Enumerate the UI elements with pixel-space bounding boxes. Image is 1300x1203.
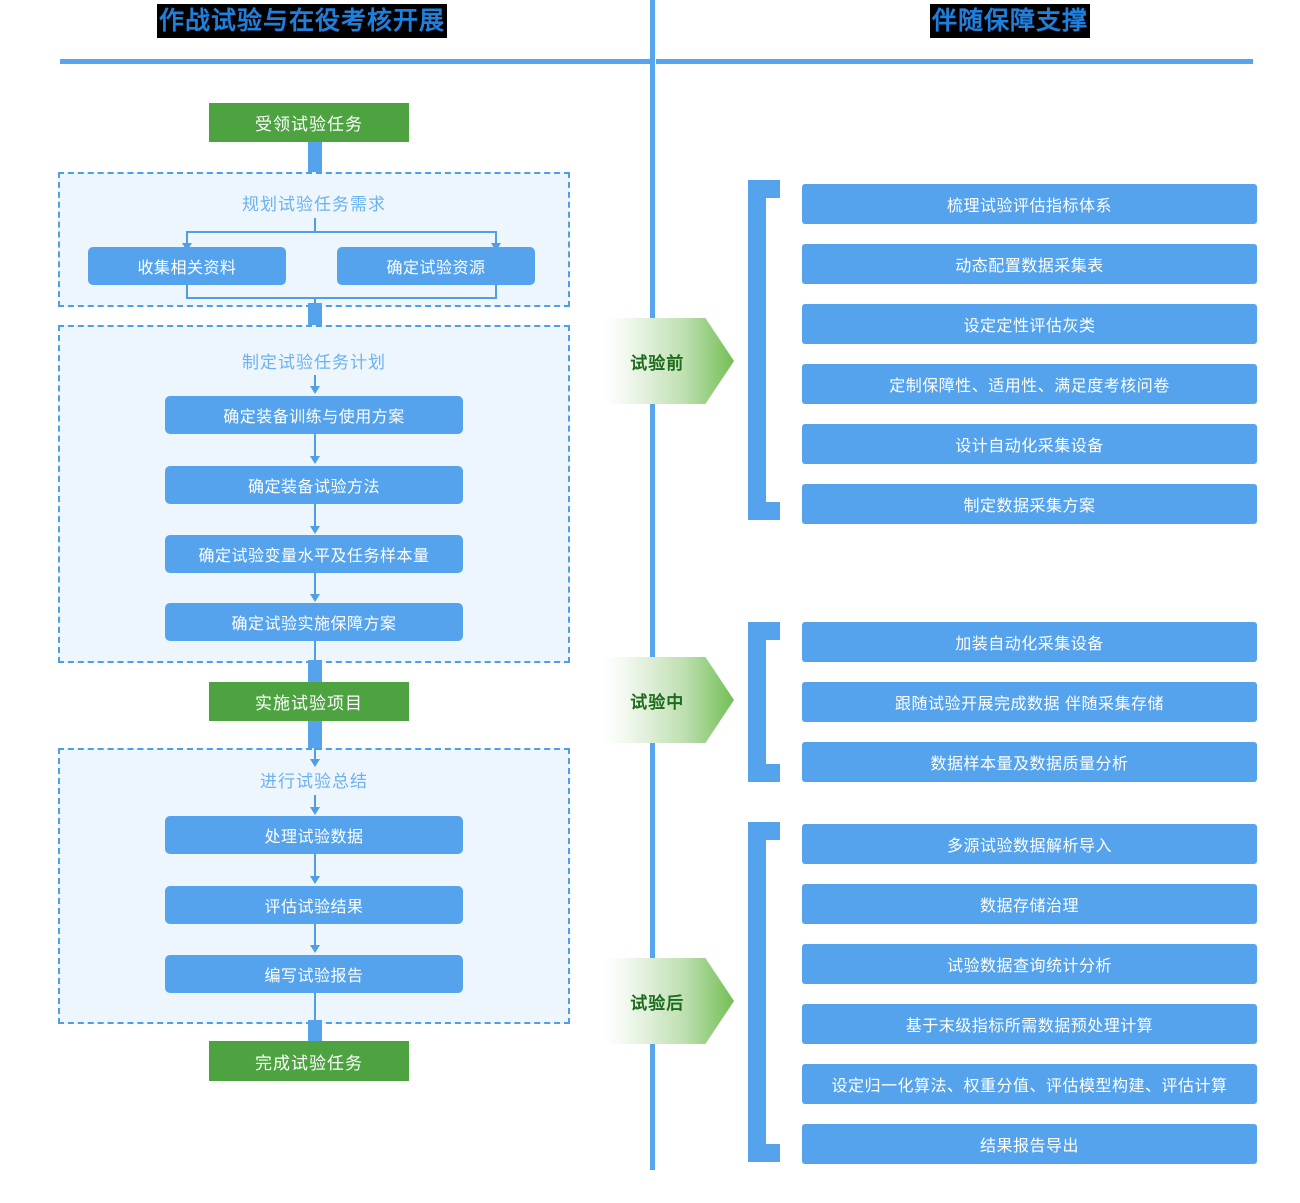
bracket-tab-bottom [766, 1144, 780, 1162]
support-item-custom-questionnaire[interactable]: 定制保障性、适用性、满足度考核问卷 [802, 364, 1257, 404]
right-header-rule [656, 59, 1253, 64]
bracket-spine [748, 180, 766, 520]
connector-group3-to-end [308, 1020, 322, 1042]
link-label-to-box1 [314, 375, 316, 387]
right-column-title: 伴随保障支撑 [930, 4, 1091, 38]
bracket-tab-top [766, 180, 780, 198]
phase-arrow-post-test[interactable]: 试验后 [604, 958, 734, 1044]
group-label-planning: 规划试验任务需求 [242, 195, 386, 214]
bracket-tab-top [766, 622, 780, 640]
arrow-down-icon [310, 759, 320, 767]
link-box4-to-exit [314, 641, 316, 663]
arrow-down-icon [310, 456, 320, 464]
bracket-post-test [748, 822, 780, 1162]
support-item-query-statistics[interactable]: 试验数据查询统计分析 [802, 944, 1257, 984]
column-divider [650, 0, 655, 1170]
task-box-confirm-resources[interactable]: 确定试验资源 [337, 247, 535, 285]
task-box-variable-levels[interactable]: 确定试验变量水平及任务样本量 [165, 535, 463, 573]
merge-left-riser [186, 285, 188, 299]
branch-right-drop [495, 231, 497, 245]
arrow-down-icon [310, 945, 320, 953]
bracket-spine [748, 622, 766, 782]
arrow-down-icon [310, 526, 320, 534]
branch-horizontal [186, 231, 496, 233]
support-item-collection-plan[interactable]: 制定数据采集方案 [802, 484, 1257, 524]
support-item-normalization-weights[interactable]: 设定归一化算法、权重分值、评估模型构建、评估计算 [802, 1064, 1257, 1104]
phase-arrow-pre-test[interactable]: 试验前 [604, 318, 734, 404]
bracket-tab-top [766, 822, 780, 840]
task-box-collect-materials[interactable]: 收集相关资料 [88, 247, 286, 285]
link-box2-to-box3 [314, 504, 316, 527]
support-item-design-auto-equipment[interactable]: 设计自动化采集设备 [802, 424, 1257, 464]
task-box-process-data[interactable]: 处理试验数据 [165, 816, 463, 854]
arrow-down-icon [310, 386, 320, 394]
bracket-spine [748, 822, 766, 1162]
support-item-qualitative-grey-class[interactable]: 设定定性评估灰类 [802, 304, 1257, 344]
link-s1-to-s2 [314, 854, 316, 877]
branch-stem [314, 218, 316, 232]
merge-horizontal [186, 297, 496, 299]
support-item-preprocess-calculation[interactable]: 基于末级指标所需数据预处理计算 [802, 1004, 1257, 1044]
merge-stem [314, 297, 316, 307]
task-box-evaluate-results[interactable]: 评估试验结果 [165, 886, 463, 924]
link-box3-to-box4 [314, 573, 316, 595]
support-item-dynamic-collection-table[interactable]: 动态配置数据采集表 [802, 244, 1257, 284]
phase-arrow-label: 试验中 [630, 692, 685, 712]
group-label-test-plan: 制定试验任务计划 [242, 353, 386, 372]
left-mid-node[interactable]: 实施试验项目 [209, 682, 409, 721]
link-into-group3 [314, 748, 316, 760]
support-item-sample-quality-analysis[interactable]: 数据样本量及数据质量分析 [802, 742, 1257, 782]
phase-arrow-shape [604, 318, 734, 404]
phase-arrow-label: 试验前 [630, 353, 685, 373]
phase-arrow-shape [604, 958, 734, 1044]
connector-group2-to-mid [308, 660, 322, 683]
left-start-node[interactable]: 受领试验任务 [209, 103, 409, 142]
task-box-implementation-support[interactable]: 确定试验实施保障方案 [165, 603, 463, 641]
arrow-down-icon [310, 594, 320, 602]
bracket-pre-test [748, 180, 780, 520]
task-box-equipment-test-method[interactable]: 确定装备试验方法 [165, 466, 463, 504]
support-item-indicator-system[interactable]: 梳理试验评估指标体系 [802, 184, 1257, 224]
support-item-install-auto-equipment[interactable]: 加装自动化采集设备 [802, 622, 1257, 662]
connector-start-to-group1 [308, 142, 322, 174]
phase-arrow-shape [604, 657, 734, 743]
arrow-down-icon [310, 807, 320, 815]
left-column-title: 作战试验与在役考核开展 [157, 4, 448, 38]
bracket-tab-bottom [766, 764, 780, 782]
link-s2-to-s3 [314, 924, 316, 947]
task-box-equipment-training-plan[interactable]: 确定装备训练与使用方案 [165, 396, 463, 434]
support-item-multisource-import[interactable]: 多源试验数据解析导入 [802, 824, 1257, 864]
support-item-report-export[interactable]: 结果报告导出 [802, 1124, 1257, 1164]
link-label-to-s1 [314, 795, 316, 808]
link-s3-to-exit [314, 993, 316, 1024]
link-box1-to-box2 [314, 434, 316, 457]
support-item-followalong-collection[interactable]: 跟随试验开展完成数据 伴随采集存储 [802, 682, 1257, 722]
merge-right-riser [495, 285, 497, 299]
branch-left-drop [186, 231, 188, 245]
left-end-node[interactable]: 完成试验任务 [209, 1041, 409, 1081]
group-label-summary: 进行试验总结 [260, 772, 368, 791]
arrow-down-icon [310, 876, 320, 884]
task-box-write-report[interactable]: 编写试验报告 [165, 955, 463, 993]
left-header-rule [60, 59, 650, 64]
phase-arrow-label: 试验后 [630, 993, 685, 1013]
support-item-storage-governance[interactable]: 数据存储治理 [802, 884, 1257, 924]
bracket-tab-bottom [766, 502, 780, 520]
bracket-during-test [748, 622, 780, 782]
phase-arrow-during-test[interactable]: 试验中 [604, 657, 734, 743]
connector-mid-to-group3 [308, 721, 322, 751]
connector-group1-to-group2 [308, 303, 322, 325]
